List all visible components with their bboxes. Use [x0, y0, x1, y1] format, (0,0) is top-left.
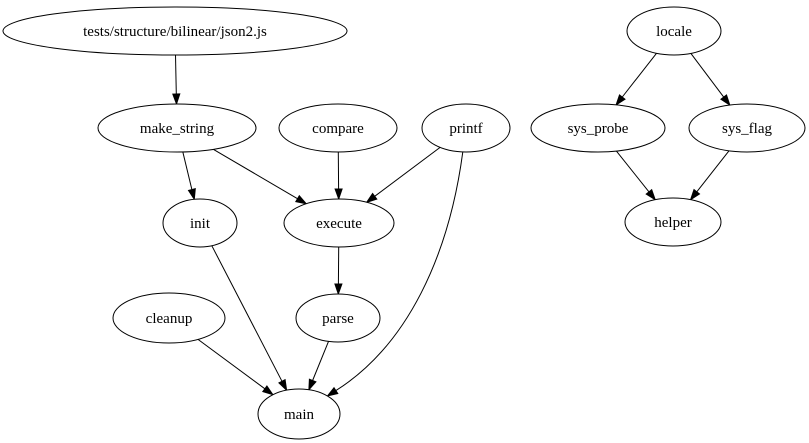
node-json2_js: tests/structure/bilinear/json2.js: [2, 6, 348, 56]
node-label: sys_probe: [568, 121, 629, 137]
node-compare: compare: [278, 103, 398, 153]
edge-line: [621, 52, 657, 98]
edge-sys_flag-helper: [689, 150, 730, 201]
arrowhead-icon: [365, 192, 378, 204]
node-ellipse: [97, 103, 257, 153]
node-label: tests/structure/bilinear/json2.js: [83, 24, 267, 40]
node-label: helper: [654, 215, 691, 231]
arrowhead-icon: [187, 188, 196, 201]
node-ellipse: [2, 6, 348, 56]
edge-make_string-execute: [213, 148, 308, 205]
node-ellipse: [530, 103, 666, 153]
node-helper: helper: [624, 197, 722, 247]
arrowhead-icon: [261, 385, 275, 396]
edge-parse-main: [308, 341, 329, 392]
node-cleanup: cleanup: [112, 292, 226, 344]
node-locale: locale: [626, 6, 722, 56]
arrowhead-icon: [295, 194, 308, 205]
node-label: make_string: [140, 121, 215, 137]
node-sys_probe: sys_probe: [530, 103, 666, 153]
node-label: main: [284, 407, 314, 423]
arrowhead-icon: [334, 188, 343, 201]
node-label: init: [190, 216, 211, 232]
node-ellipse: [257, 388, 341, 440]
node-label: compare: [312, 121, 364, 137]
node-make_string: make_string: [97, 103, 257, 153]
node-ellipse: [626, 6, 722, 56]
node-parse: parse: [295, 293, 381, 343]
arrowhead-icon: [615, 94, 626, 107]
edge-compare-execute: [334, 151, 343, 201]
edge-cleanup-main: [197, 338, 275, 396]
node-ellipse: [283, 198, 395, 248]
edge-init-main: [211, 245, 288, 392]
edge-line: [690, 53, 725, 98]
edge-locale-sys_flag: [690, 53, 731, 107]
arrowhead-icon: [689, 188, 701, 201]
node-ellipse: [688, 103, 806, 153]
arrowhead-icon: [720, 94, 731, 107]
node-sys_flag: sys_flag: [688, 103, 806, 153]
edge-locale-sys_probe: [615, 52, 657, 107]
arrowhead-icon: [308, 378, 317, 392]
edge-printf-main: [326, 151, 464, 397]
node-init: init: [162, 198, 238, 248]
node-ellipse: [278, 103, 398, 153]
arrowhead-icon: [172, 93, 181, 106]
arrowhead-icon: [326, 386, 339, 397]
edge-line: [211, 245, 283, 382]
arrowhead-icon: [278, 378, 288, 392]
edge-make_string-init: [182, 151, 196, 201]
edge-line: [312, 341, 329, 381]
node-label: locale: [656, 24, 692, 40]
edge-sys_probe-helper: [616, 150, 657, 201]
node-label: parse: [322, 311, 354, 327]
node-ellipse: [112, 292, 226, 344]
node-ellipse: [295, 293, 381, 343]
node-printf: printf: [421, 103, 511, 153]
edge-line: [197, 338, 266, 390]
edge-line: [213, 148, 298, 200]
arrowhead-icon: [645, 188, 657, 201]
edge-line: [175, 54, 177, 95]
node-label: sys_flag: [722, 121, 772, 137]
node-execute: execute: [283, 198, 395, 248]
edge-line: [335, 151, 464, 392]
node-ellipse: [162, 198, 238, 248]
node-ellipse: [624, 197, 722, 247]
edge-json2_js-make_string: [172, 54, 181, 106]
edge-line: [696, 150, 730, 193]
node-label: printf: [449, 121, 482, 137]
arrowhead-icon: [334, 283, 343, 296]
edge-line: [374, 146, 441, 197]
node-label: cleanup: [146, 311, 193, 327]
node-main: main: [257, 388, 341, 440]
edge-line: [182, 151, 193, 190]
edge-printf-execute: [365, 146, 441, 204]
edge-execute-parse: [334, 246, 343, 296]
node-label: execute: [316, 216, 362, 232]
edge-line: [616, 150, 650, 193]
node-ellipse: [421, 103, 511, 153]
